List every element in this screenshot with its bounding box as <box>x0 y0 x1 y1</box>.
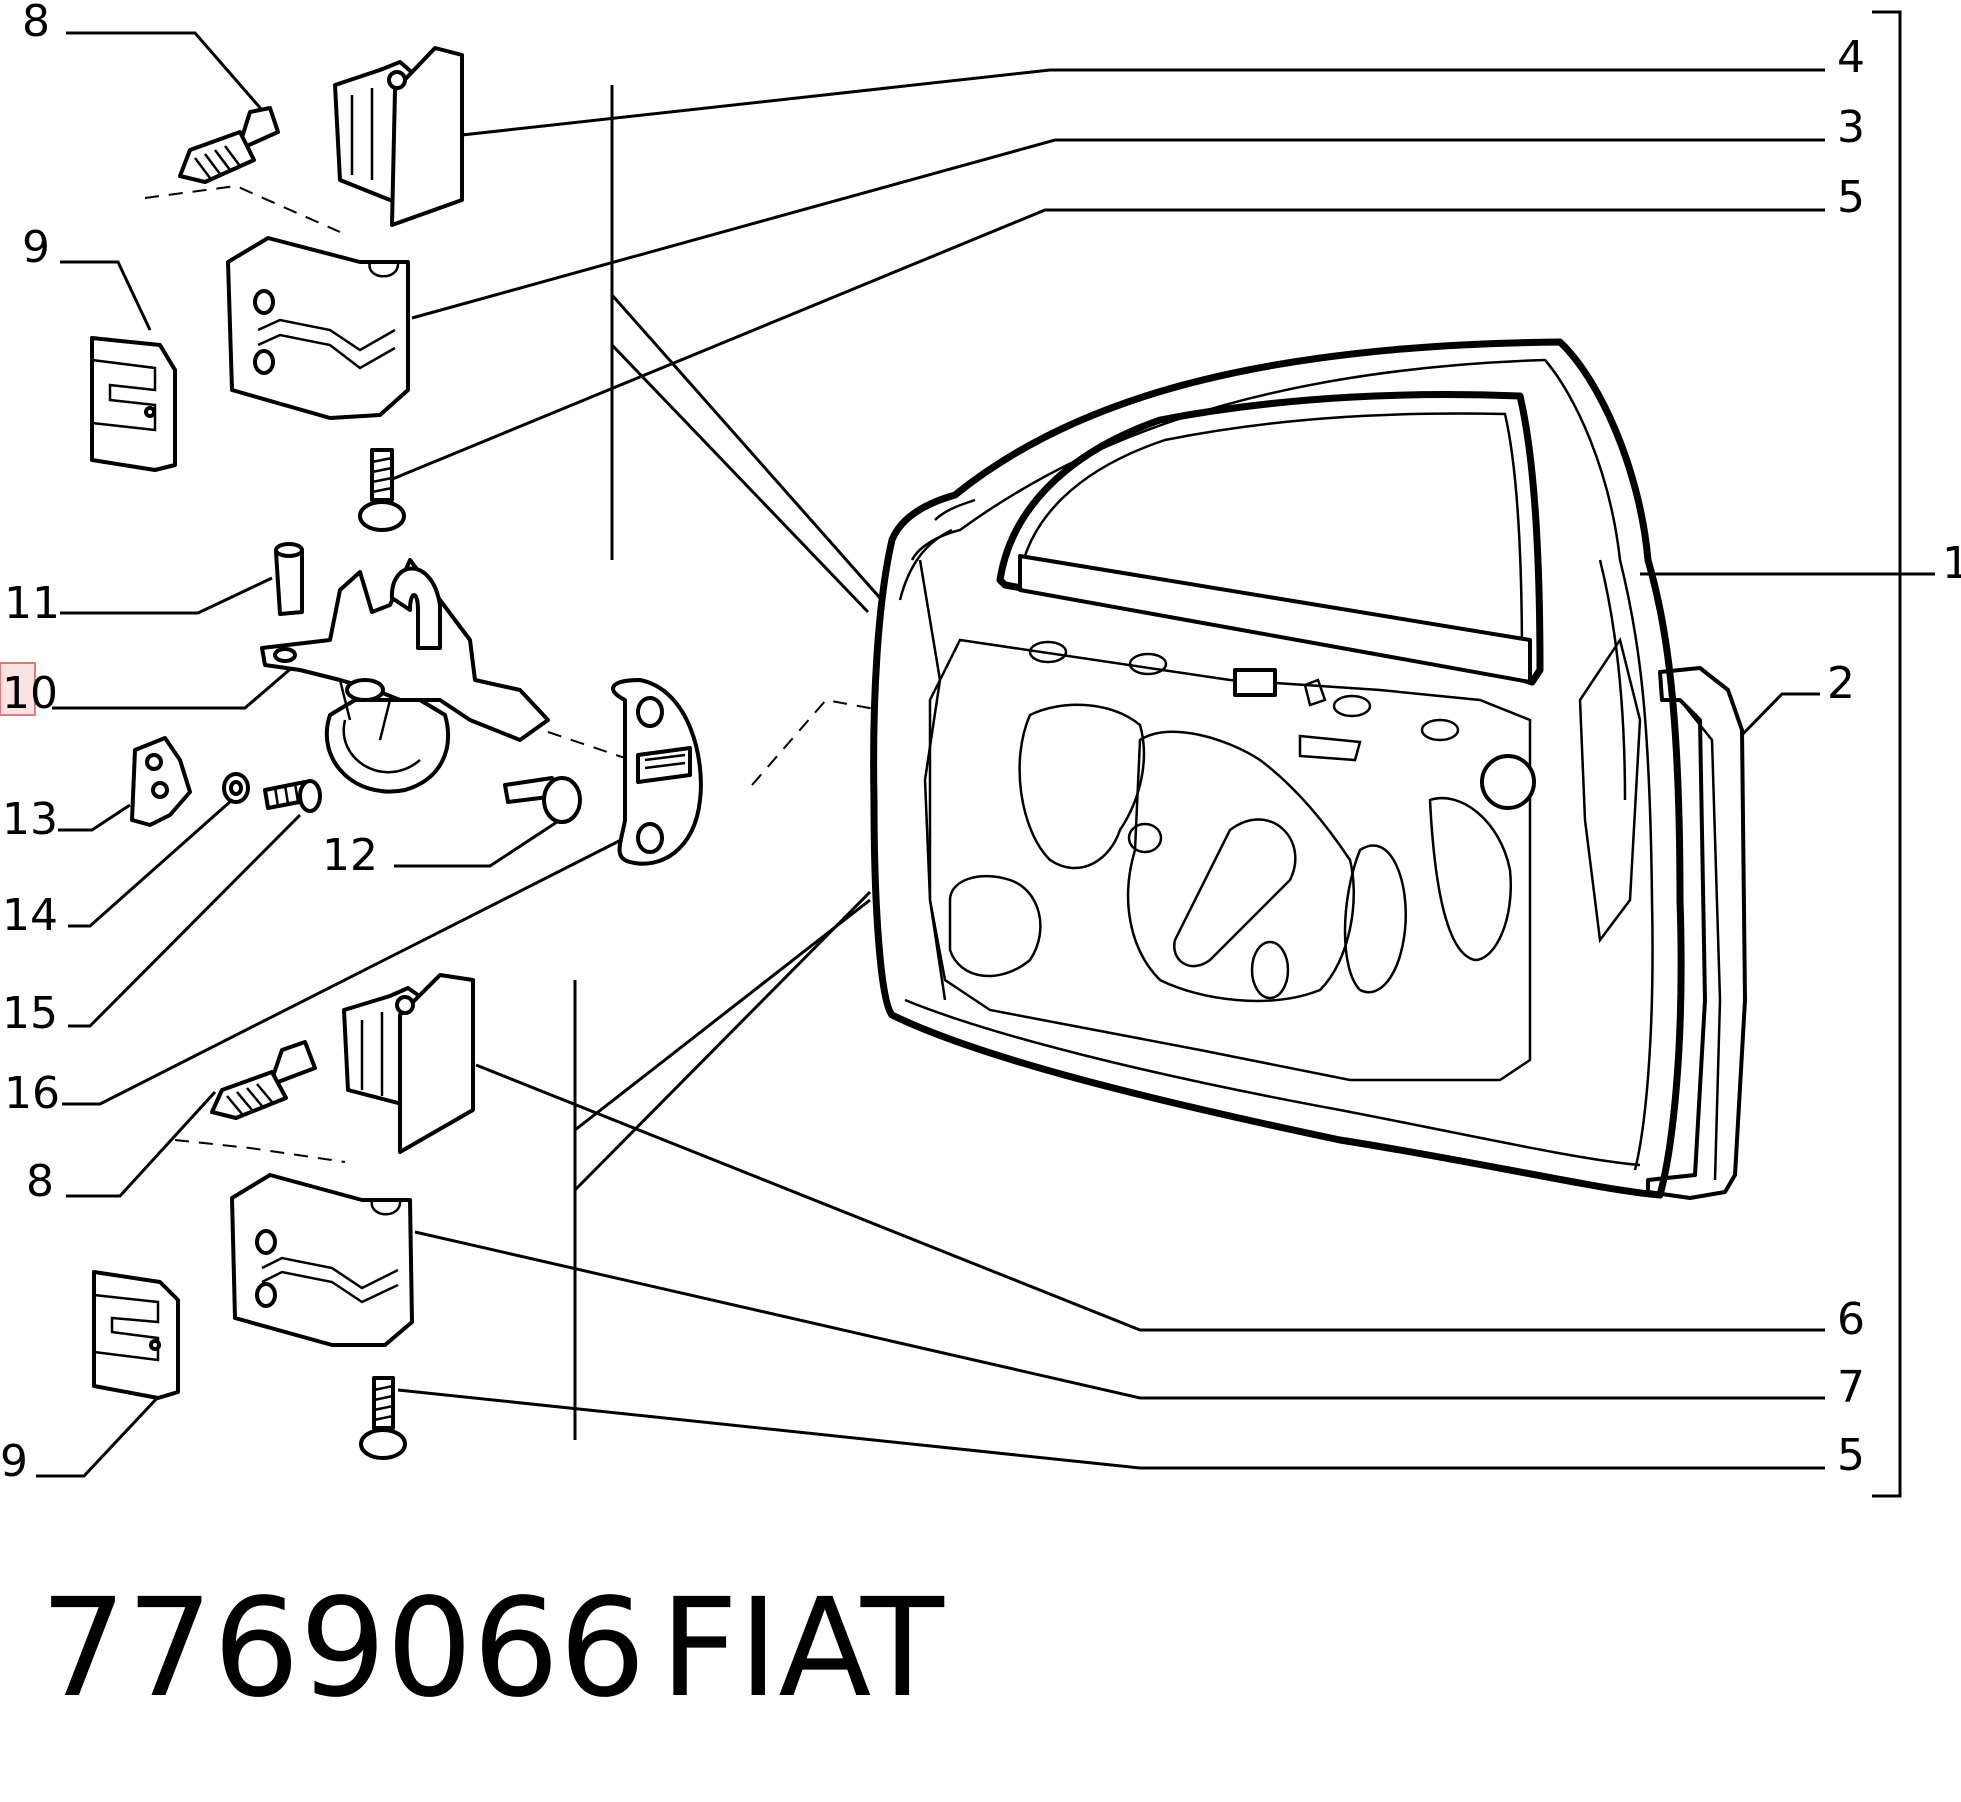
callout-9-top: 9 <box>22 222 50 273</box>
callout-9-bottom: 9 <box>0 1436 28 1487</box>
bolt-8-bottom <box>210 1040 317 1120</box>
alignment-lines <box>144 85 882 1440</box>
hinge-body-7 <box>230 1173 414 1347</box>
seal-strip-2 <box>1646 666 1747 1200</box>
brand-name: FIAT <box>660 1570 945 1728</box>
callout-3: 3 <box>1837 102 1865 153</box>
part-number: 7769066 <box>40 1570 646 1728</box>
callout-4: 4 <box>1837 32 1865 83</box>
callout-10-highlight <box>0 662 36 716</box>
callout-5-bottom: 5 <box>1837 1430 1865 1481</box>
screw-5-top <box>358 448 406 532</box>
screw-5-bottom <box>359 1376 407 1460</box>
pin-11 <box>274 542 304 616</box>
callout-6: 6 <box>1837 1294 1865 1345</box>
callout-12: 12 <box>322 830 378 881</box>
callout-2: 2 <box>1827 658 1855 709</box>
callout-11: 11 <box>4 578 60 629</box>
callout-13: 13 <box>2 794 58 845</box>
bolt-12 <box>503 776 582 824</box>
callout-8-bottom: 8 <box>26 1156 54 1207</box>
lower-hinge-group <box>92 973 475 1460</box>
hinge-body-3 <box>226 236 410 420</box>
bracket-13 <box>130 736 192 827</box>
check-strap-10 <box>260 558 550 794</box>
washer-14 <box>222 772 250 804</box>
callout-1: 1 <box>1942 538 1961 589</box>
callout-labels: 8 4 3 5 9 1 11 10 2 13 12 14 15 16 8 6 7… <box>0 0 1961 1487</box>
striker-plate-16 <box>611 678 703 866</box>
door-assembly-1 <box>870 338 1747 1200</box>
callout-7: 7 <box>1837 1362 1865 1413</box>
hinge-leaf-4 <box>333 46 464 227</box>
bolt-15 <box>263 779 322 813</box>
bolt-8-top <box>178 106 280 184</box>
callout-15: 15 <box>2 988 58 1039</box>
callout-8-top: 8 <box>22 0 50 47</box>
callout-5-top: 5 <box>1837 172 1865 223</box>
leader-lines <box>36 10 1935 1498</box>
hinge-leaf-6 <box>342 973 475 1154</box>
middle-group <box>130 542 703 866</box>
callout-16: 16 <box>4 1068 60 1119</box>
door-shell <box>870 338 1685 1199</box>
caption: 7769066 FIAT <box>40 1570 945 1728</box>
upper-hinge-group <box>90 46 464 532</box>
callout-14: 14 <box>2 890 58 941</box>
shim-plate-9-top <box>90 336 177 472</box>
callout-10: 10 <box>2 668 58 719</box>
shim-plate-9-bottom <box>92 1270 180 1400</box>
